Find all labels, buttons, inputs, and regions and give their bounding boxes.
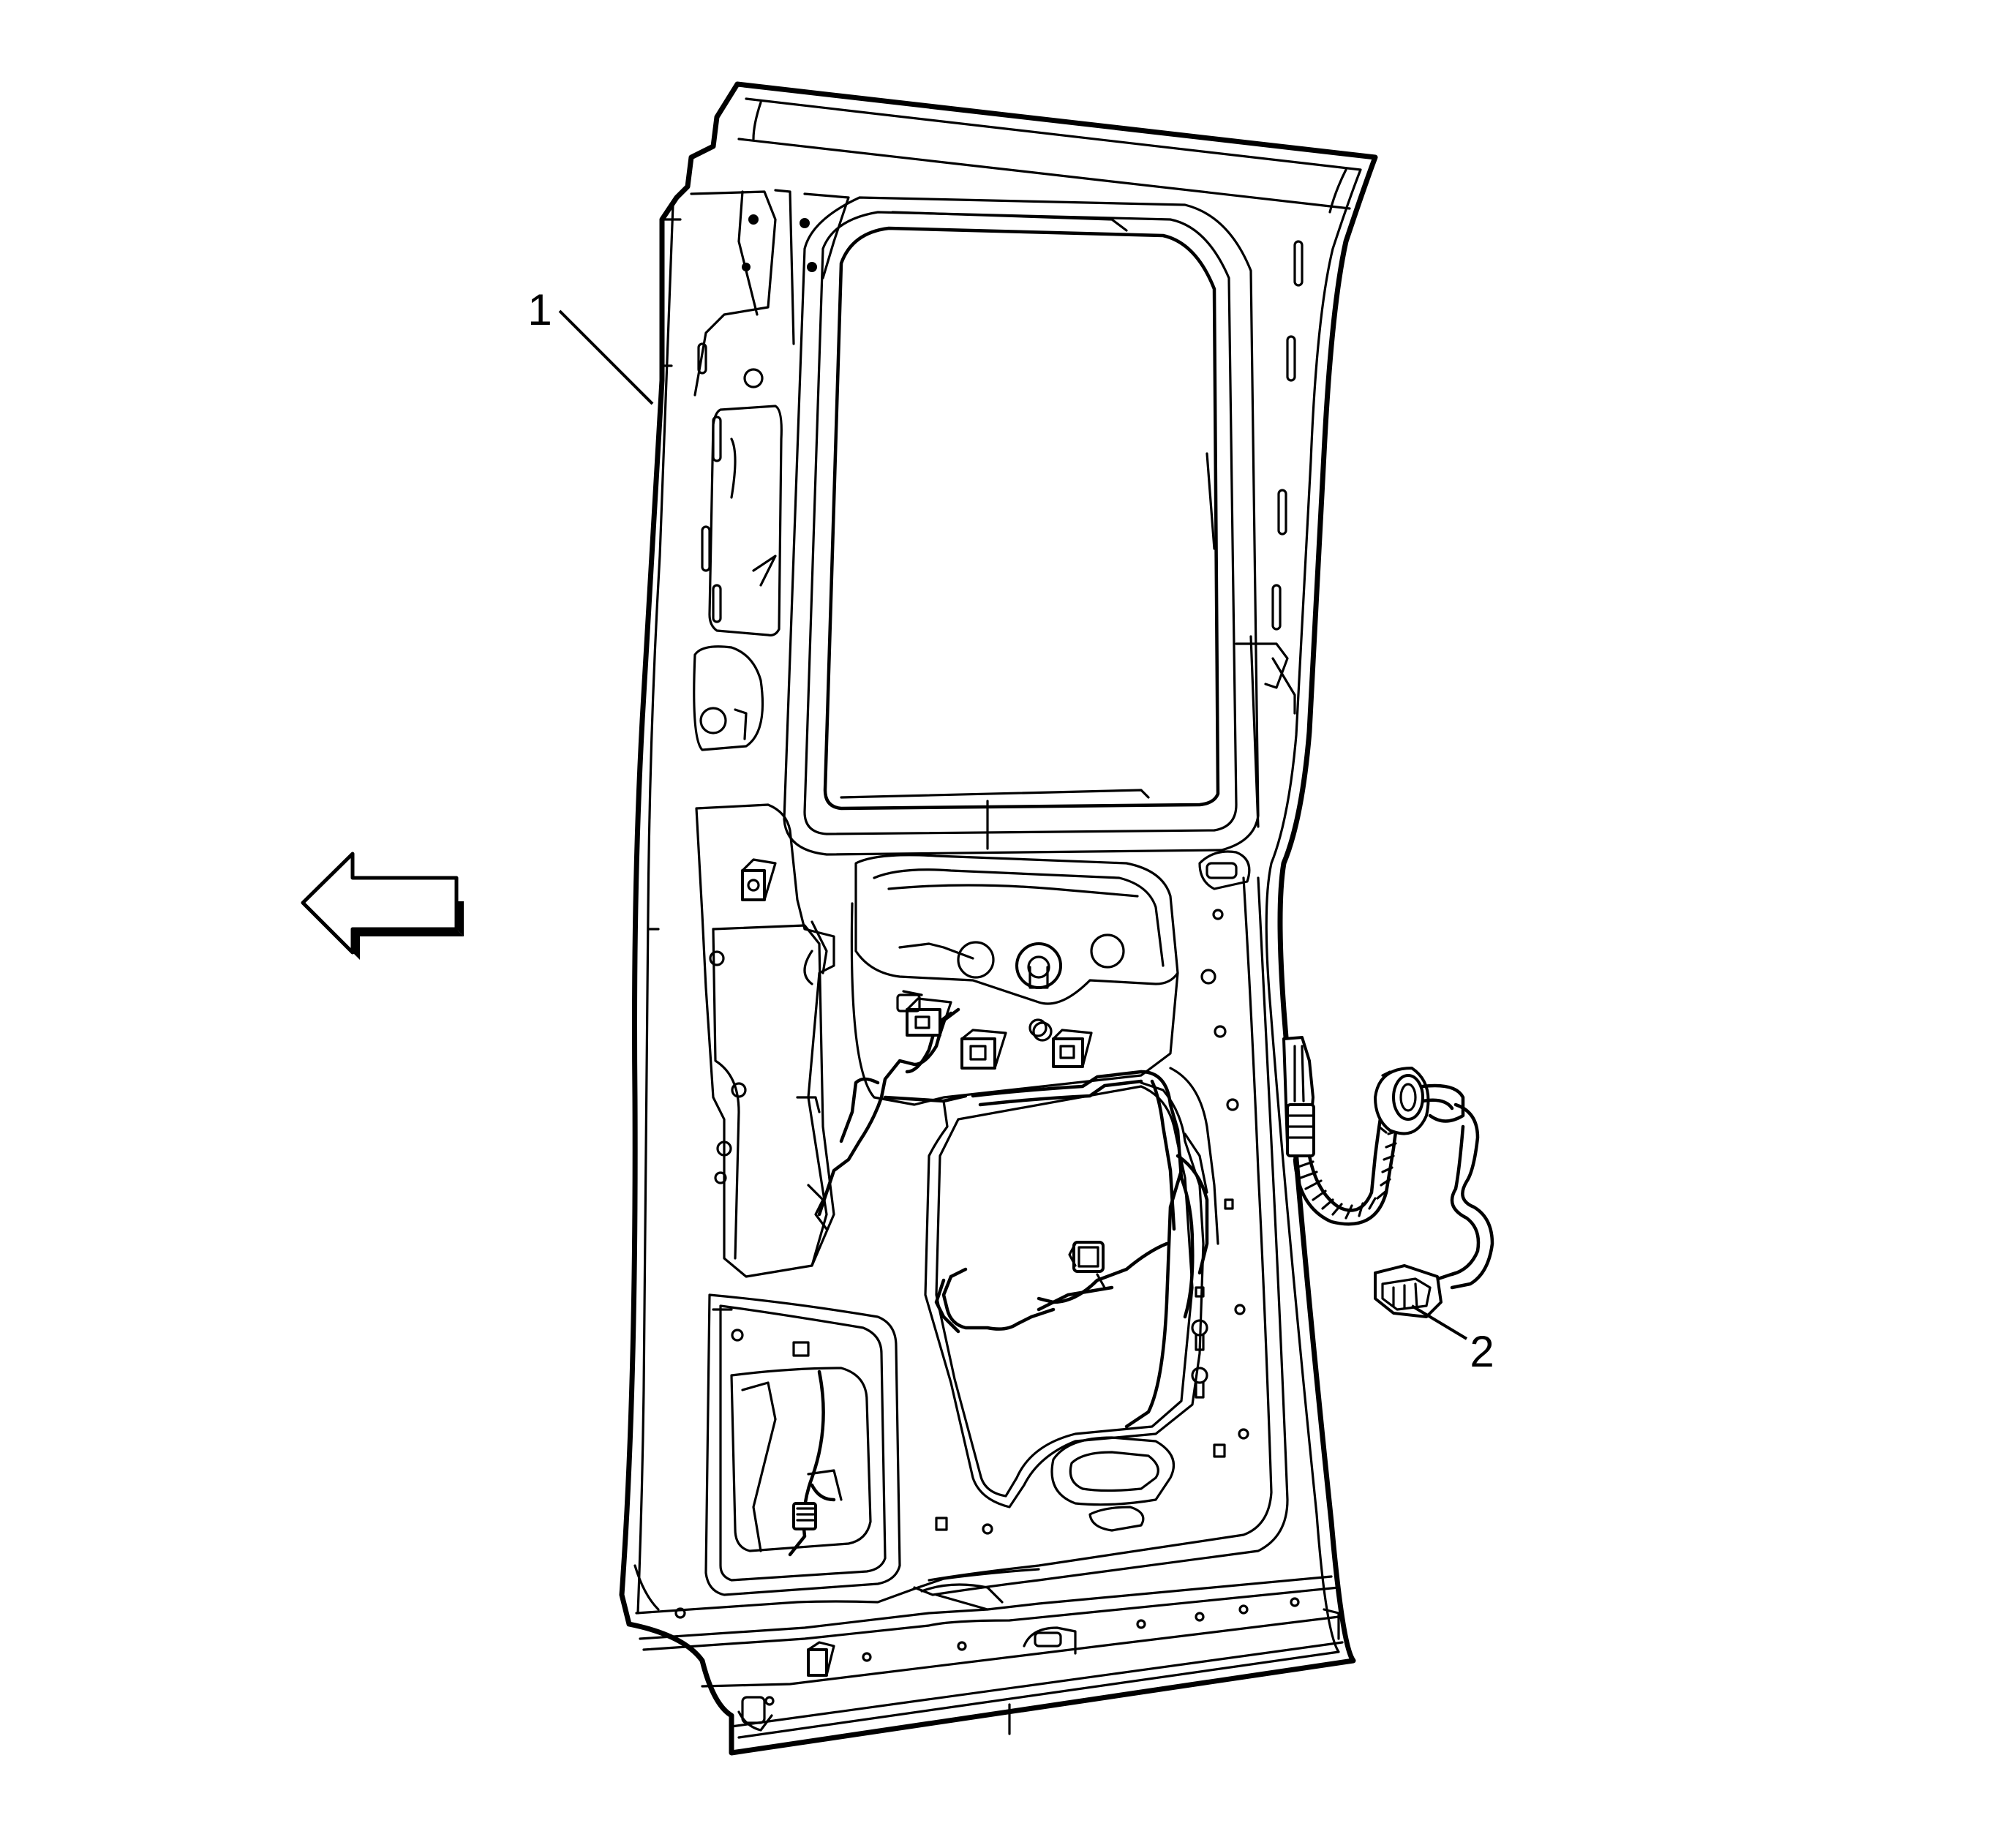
callout-1-label: 1 — [527, 285, 552, 334]
rear-door-inner-panel — [619, 81, 1378, 1756]
callout-2-label: 2 — [1470, 1327, 1494, 1376]
callout-1: 1 — [527, 285, 654, 405]
door-internal-harness — [817, 990, 1209, 1429]
callout-2: 2 — [1410, 1304, 1494, 1376]
door-wiring-harness — [1282, 1036, 1494, 1318]
arrow-left-icon — [301, 852, 464, 960]
